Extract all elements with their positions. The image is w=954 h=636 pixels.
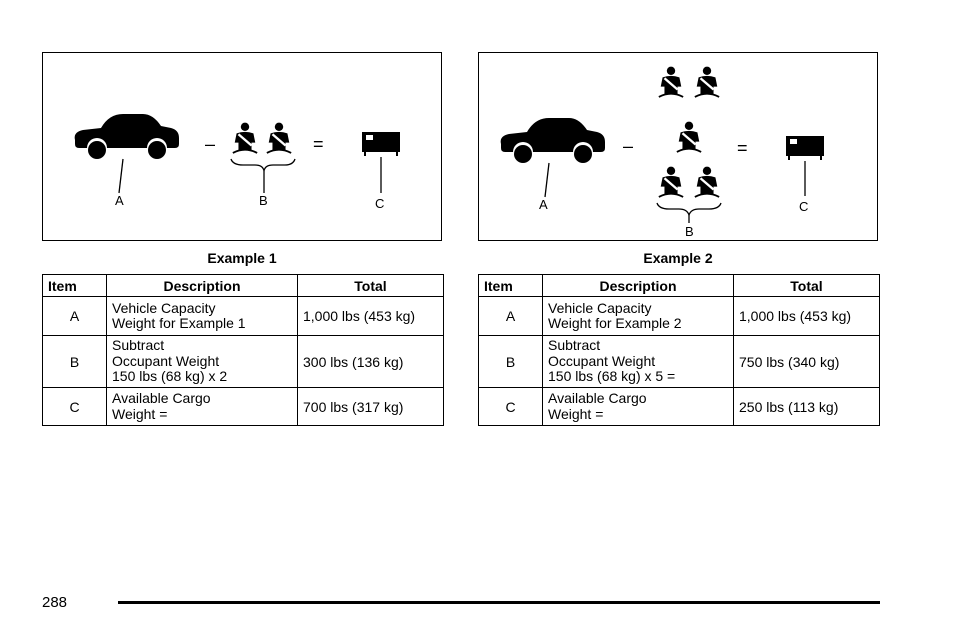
- cell-total: 750 lbs (340 kg): [734, 336, 880, 388]
- seatbelt-occupant-icon: [695, 167, 719, 197]
- table-header-row: Item Description Total: [43, 275, 444, 297]
- table-row: B Subtract Occupant Weight 150 lbs (68 k…: [43, 336, 444, 388]
- seatbelt-occupant-icon: [659, 67, 683, 97]
- page-number: 288: [42, 594, 67, 611]
- header-description: Description: [543, 275, 734, 297]
- bracket-b: [657, 203, 721, 215]
- cell-description: Available Cargo Weight =: [107, 388, 298, 426]
- vehicle-icon: [75, 114, 179, 159]
- vehicle-icon: [501, 118, 605, 163]
- weight-table-example-1: Item Description Total A Vehicle Capacit…: [42, 274, 444, 426]
- cell-total: 700 lbs (317 kg): [298, 388, 444, 426]
- table-row: B Subtract Occupant Weight 150 lbs (68 k…: [479, 336, 880, 388]
- caption-example-2: Example 2: [478, 250, 878, 266]
- header-item: Item: [479, 275, 543, 297]
- label-a: A: [539, 197, 548, 212]
- equals-sign: =: [313, 134, 324, 154]
- label-a: A: [115, 193, 124, 208]
- figure-example-2: – = A B C: [478, 52, 878, 241]
- cell-description: Vehicle Capacity Weight for Example 2: [543, 297, 734, 336]
- table-row: A Vehicle Capacity Weight for Example 2 …: [479, 297, 880, 336]
- caption-example-1: Example 1: [42, 250, 442, 266]
- cargo-icon: [786, 136, 824, 160]
- header-total: Total: [298, 275, 444, 297]
- cell-item: B: [43, 336, 107, 388]
- seatbelt-occupant-icon: [233, 123, 257, 153]
- table-row: C Available Cargo Weight = 700 lbs (317 …: [43, 388, 444, 426]
- cell-description: Subtract Occupant Weight 150 lbs (68 kg)…: [107, 336, 298, 388]
- label-c: C: [799, 199, 808, 214]
- weight-table-example-2: Item Description Total A Vehicle Capacit…: [478, 274, 880, 426]
- pointer-line-a: [545, 163, 549, 197]
- figure-example-1: – = A B C: [42, 52, 442, 241]
- cell-item: A: [43, 297, 107, 336]
- equals-sign: =: [737, 138, 748, 158]
- table-row: C Available Cargo Weight = 250 lbs (113 …: [479, 388, 880, 426]
- cell-item: C: [43, 388, 107, 426]
- minus-sign: –: [205, 134, 215, 154]
- seatbelt-occupant-icon: [695, 67, 719, 97]
- cell-item: C: [479, 388, 543, 426]
- table-header-row: Item Description Total: [479, 275, 880, 297]
- seatbelt-occupant-icon: [659, 167, 683, 197]
- label-c: C: [375, 196, 384, 211]
- cell-total: 300 lbs (136 kg): [298, 336, 444, 388]
- label-b: B: [685, 224, 694, 239]
- seatbelt-occupant-icon: [677, 122, 701, 152]
- cell-description: Vehicle Capacity Weight for Example 1: [107, 297, 298, 336]
- cell-description: Available Cargo Weight =: [543, 388, 734, 426]
- cargo-icon: [362, 132, 400, 156]
- pointer-line-a: [119, 159, 123, 193]
- footer-rule: [118, 601, 880, 604]
- header-description: Description: [107, 275, 298, 297]
- cell-description: Subtract Occupant Weight 150 lbs (68 kg)…: [543, 336, 734, 388]
- cell-total: 1,000 lbs (453 kg): [734, 297, 880, 336]
- seatbelt-occupant-icon: [267, 123, 291, 153]
- minus-sign: –: [623, 136, 633, 156]
- cell-total: 1,000 lbs (453 kg): [298, 297, 444, 336]
- diagram-example-2: – =: [479, 53, 879, 242]
- header-total: Total: [734, 275, 880, 297]
- table-row: A Vehicle Capacity Weight for Example 1 …: [43, 297, 444, 336]
- cell-total: 250 lbs (113 kg): [734, 388, 880, 426]
- cell-item: B: [479, 336, 543, 388]
- label-b: B: [259, 193, 268, 208]
- diagram-example-1: – =: [43, 53, 443, 242]
- header-item: Item: [43, 275, 107, 297]
- bracket-b: [231, 159, 295, 171]
- cell-item: A: [479, 297, 543, 336]
